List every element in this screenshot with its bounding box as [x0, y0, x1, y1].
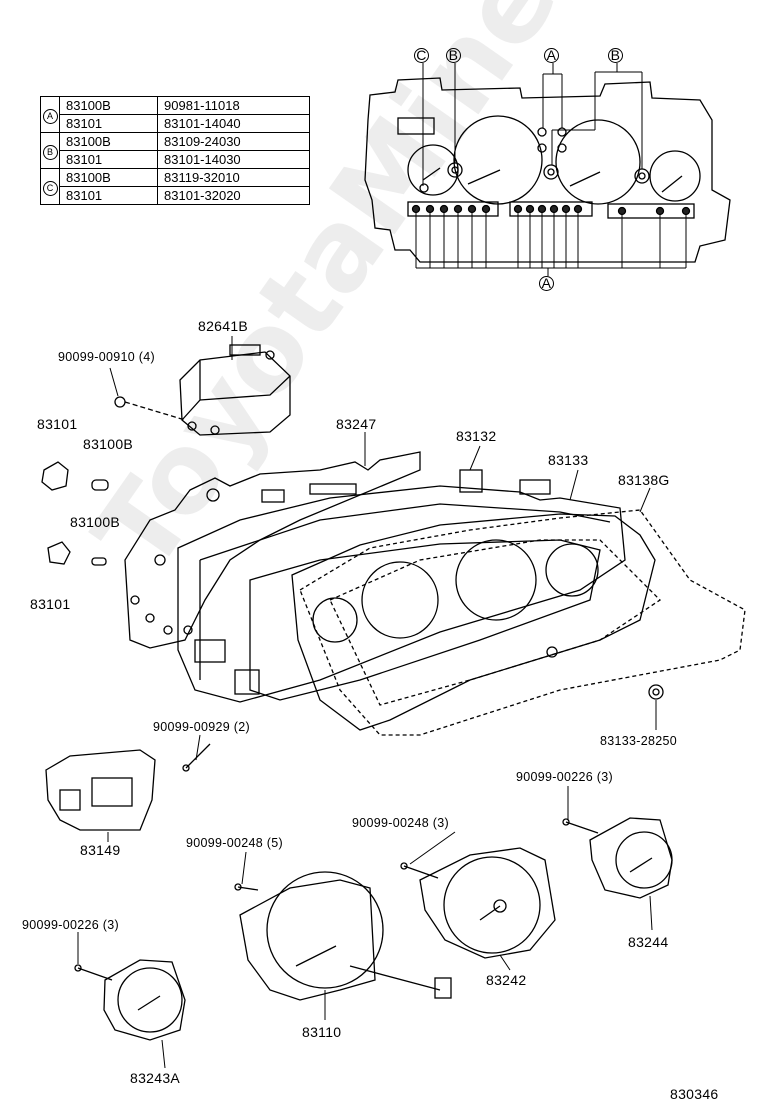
bulb-socket-table: A 83100B 90981-11018 83101 83101-14040 B… — [40, 96, 310, 205]
table-cell: 83101-14040 — [157, 114, 310, 133]
code-a-badge: A — [42, 108, 58, 124]
part-83243a: 83243A — [130, 1070, 181, 1086]
part-83242: 83242 — [486, 972, 527, 988]
table-row: C 83100B 83119-32010 — [40, 168, 310, 205]
part-83132: 83132 — [456, 428, 497, 444]
callout-a-bottom: A — [539, 276, 554, 291]
table-cell: 83101-14030 — [157, 150, 310, 169]
part-90099-00248-middle: 90099-00248 (3) — [352, 816, 449, 830]
part-83133: 83133 — [548, 452, 589, 468]
code-c-badge: C — [42, 180, 58, 196]
part-82641b: 82641B — [198, 318, 249, 334]
part-83247: 83247 — [336, 416, 377, 432]
table-row: 83101 83101-32020 — [41, 186, 310, 205]
table-cell: 83101 — [58, 150, 159, 169]
lower-gauges — [45, 743, 673, 1041]
group-code-cell: C — [40, 168, 60, 205]
part-90099-00226-left: 90099-00226 (3) — [22, 918, 119, 932]
part-83101-b: 83101 — [30, 596, 71, 612]
part-83101-a: 83101 — [37, 416, 78, 432]
callout-b-top-right: B — [608, 48, 623, 63]
table-cell: 83101 — [58, 186, 159, 205]
part-83138g: 83138G — [618, 472, 670, 488]
callout-c-top: C — [414, 48, 429, 63]
part-83133-28250: 83133-28250 — [600, 734, 677, 748]
part-90099-00929: 90099-00929 (2) — [153, 720, 250, 734]
callout-a-top: A — [544, 48, 559, 63]
table-cell: 83119-32010 — [157, 168, 310, 187]
table-row: 83101 83101-14040 — [41, 114, 310, 133]
part-90099-00226-right: 90099-00226 (3) — [516, 770, 613, 784]
part-83244: 83244 — [628, 934, 669, 950]
diagram-number: 830346 — [670, 1086, 719, 1102]
leader-lines — [77, 336, 657, 1069]
part-90099-00910: 90099-00910 (4) — [58, 350, 155, 364]
meter-rear-view — [364, 63, 731, 276]
small-parts — [41, 344, 664, 700]
part-83149: 83149 — [80, 842, 121, 858]
part-83110: 83110 — [302, 1024, 342, 1040]
code-b-badge: B — [42, 144, 58, 160]
callout-b-top-left: B — [446, 48, 461, 63]
part-83100b-a: 83100B — [83, 436, 134, 452]
meter-assembly-exploded — [124, 451, 746, 736]
part-90099-00248-left: 90099-00248 (5) — [186, 836, 283, 850]
table-cell: 83101-32020 — [157, 186, 310, 205]
table-row: 83101 83101-14030 — [41, 150, 310, 169]
part-83100b-b: 83100B — [70, 514, 121, 530]
